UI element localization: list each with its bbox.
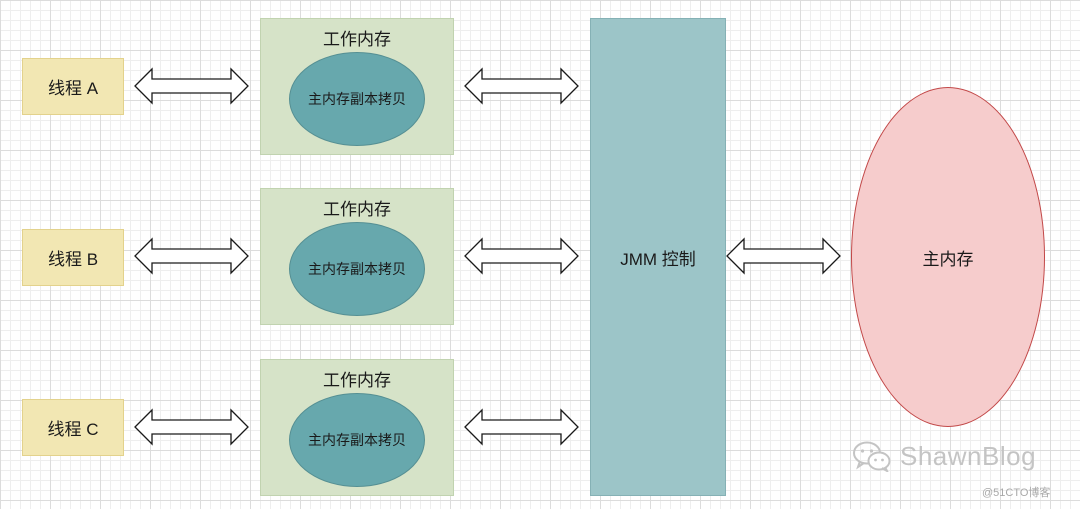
main-memory-label: 主内存	[922, 249, 974, 269]
work-memory-c-title: 工作内存	[323, 371, 391, 390]
work-memory-c-copy-label: 主内存副本拷贝	[308, 432, 406, 448]
watermark-tag: @51CTO博客	[982, 487, 1051, 499]
work-memory-b-to-jmm-arrow	[464, 237, 579, 275]
thread-a-to-work-memory-arrow	[134, 67, 249, 105]
work-memory-a-title: 工作内存	[323, 30, 391, 49]
work-memory-b-copy-label: 主内存副本拷贝	[308, 261, 406, 277]
work-memory-c: 工作内存 主内存副本拷贝	[260, 359, 454, 496]
jmm-control-box: JMM 控制	[590, 18, 726, 496]
work-memory-b-copy: 主内存副本拷贝	[289, 222, 425, 316]
thread-b-label: 线程 B	[47, 250, 99, 269]
jmm-control-label: JMM 控制	[620, 249, 696, 269]
jmm-to-main-memory-arrow	[726, 237, 841, 275]
work-memory-a: 工作内存 主内存副本拷贝	[260, 18, 454, 155]
watermark: ShawnBlog	[852, 440, 1036, 472]
thread-b-box: 线程 B	[22, 229, 124, 286]
work-memory-b-title: 工作内存	[323, 200, 391, 219]
work-memory-a-copy: 主内存副本拷贝	[289, 52, 425, 146]
thread-a-label: 线程 A	[47, 79, 99, 98]
thread-b-to-work-memory-arrow	[134, 237, 249, 275]
thread-c-box: 线程 C	[22, 399, 124, 456]
work-memory-b: 工作内存 主内存副本拷贝	[260, 188, 454, 325]
work-memory-c-to-jmm-arrow	[464, 408, 579, 446]
work-memory-c-copy: 主内存副本拷贝	[289, 393, 425, 487]
work-memory-a-to-jmm-arrow	[464, 67, 579, 105]
work-memory-a-copy-label: 主内存副本拷贝	[308, 91, 406, 107]
watermark-name: ShawnBlog	[900, 440, 1037, 471]
thread-c-label: 线程 C	[47, 420, 99, 439]
main-memory-ellipse: 主内存	[851, 87, 1045, 427]
thread-c-to-work-memory-arrow	[134, 408, 249, 446]
wechat-icon	[853, 441, 891, 472]
thread-a-box: 线程 A	[22, 58, 124, 115]
